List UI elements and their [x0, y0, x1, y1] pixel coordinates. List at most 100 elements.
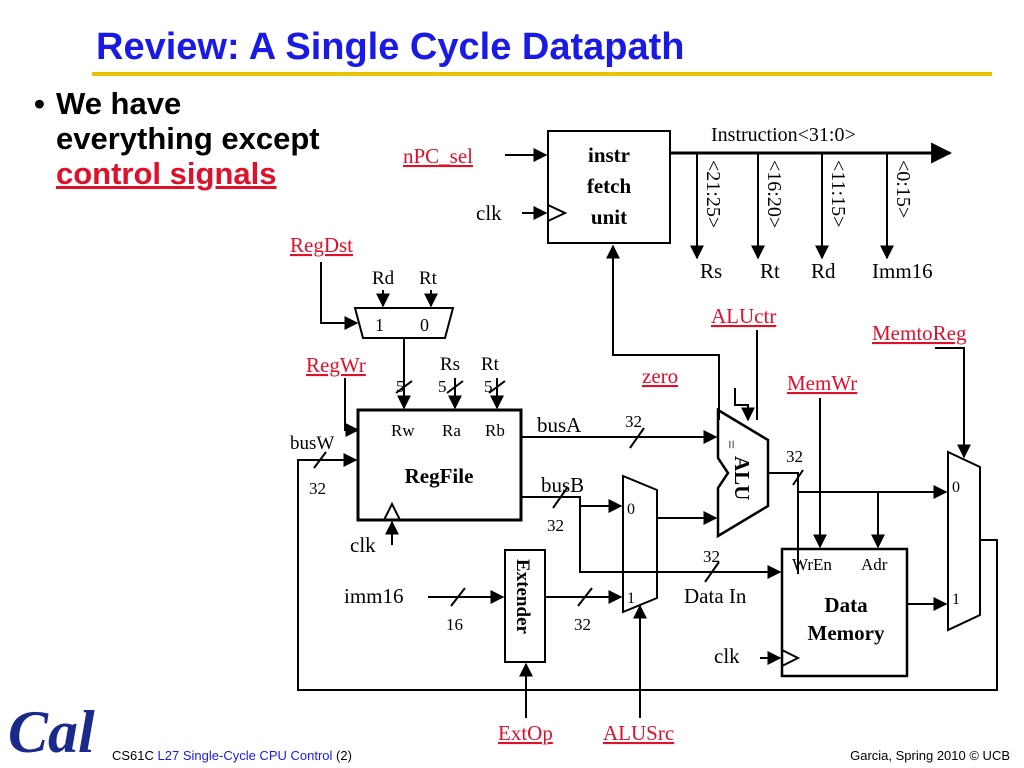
dmem-clk-label: clk [714, 644, 740, 668]
width-ext-out: 32 [574, 615, 591, 634]
cal-logo-text: Cal [8, 699, 95, 764]
slash-ext-out [577, 587, 593, 607]
slash-rw [395, 380, 413, 394]
port-wren: WrEn [792, 555, 832, 574]
regfile-box [356, 408, 523, 522]
alu [716, 407, 770, 539]
mux-sel-0: 0 [420, 315, 429, 335]
regfile-label: RegFile [405, 464, 474, 488]
footer-page: (2) [336, 748, 352, 763]
busa-label: busA [537, 413, 582, 437]
regwr-wire [344, 378, 360, 437]
title-underline [92, 72, 992, 76]
regfile-clk-triangle [383, 501, 401, 521]
field-name-imm16: Imm16 [872, 259, 933, 283]
width-busa: 32 [625, 412, 642, 431]
busb-wire [521, 496, 623, 513]
regdst-wire [320, 262, 359, 330]
alusrc-sel-1: 1 [627, 590, 635, 607]
regfile-in-rt: Rt [481, 354, 500, 375]
signal-zero: zero [642, 364, 678, 388]
slash-rb [488, 380, 506, 394]
memtoreg-sel-1: 1 [952, 591, 960, 608]
mux-input-rt: Rt [419, 268, 438, 289]
data-in-label: Data In [684, 584, 747, 608]
width-rw: 5 [396, 377, 405, 396]
footer-course-code: CS61C [112, 748, 154, 763]
alu-label: ALU [730, 456, 754, 500]
signal-regwr: RegWr [306, 353, 366, 377]
field-bits-rt: <16:20> [763, 160, 785, 228]
slide-title: Review: A Single Cycle Datapath [96, 26, 685, 68]
signal-memwr: MemWr [787, 371, 857, 395]
regdst-mux [353, 307, 455, 339]
dmem-clk-triangle [781, 649, 801, 667]
ifu-label-3: unit [591, 205, 627, 229]
dmem-label-1: Data [824, 593, 868, 617]
extender-label: Extender [512, 559, 533, 635]
field-name-rt: Rt [760, 259, 780, 283]
signal-regdst: RegDst [290, 233, 353, 257]
imm16-label: imm16 [344, 584, 404, 608]
slash-ra [446, 380, 464, 394]
footer-course: CS61C L27 Single-Cycle CPU Control (2) [112, 748, 352, 763]
width-data-in: 32 [703, 547, 720, 566]
width-busw: 32 [309, 479, 326, 498]
extender-box [504, 549, 546, 663]
footer-lecture: L27 Single-Cycle CPU Control [157, 748, 333, 763]
alusrc-sel-0: 0 [627, 501, 635, 518]
ifu-clk-triangle [547, 204, 568, 222]
bullet-text: We have everything except [56, 86, 320, 156]
field-name-rs: Rs [700, 259, 722, 283]
slash-busw [313, 451, 327, 469]
port-ra: Ra [442, 421, 461, 440]
writeback-wire [297, 453, 998, 691]
field-bits-imm16: <0:15> [892, 160, 914, 218]
alusrc-mux [622, 474, 658, 614]
signal-aluctr: ALUctr [711, 304, 776, 328]
port-adr: Adr [861, 555, 888, 574]
slash-imm16 [450, 587, 466, 607]
bullet-point: • We have everything except control sign… [34, 86, 344, 191]
mux-input-rd: Rd [372, 268, 395, 289]
ifu-label-2: fetch [587, 174, 632, 198]
port-rb: Rb [485, 421, 505, 440]
zero-wire [606, 244, 720, 420]
bullet-dot: • [34, 86, 45, 121]
slash-alu-out [792, 469, 804, 486]
field-bits-rd: <11:15> [827, 160, 849, 227]
field-bits-rs: <21:25> [702, 160, 724, 228]
ifu-clk-label: clk [476, 201, 502, 225]
data-memory-box [780, 547, 909, 678]
instruction-label: Instruction<31:0> [711, 124, 856, 146]
footer-credit: Garcia, Spring 2010 © UCB [850, 748, 1010, 763]
signal-npc-sel: nPC_sel [403, 144, 473, 168]
dmem-label-2: Memory [808, 621, 885, 645]
alu-eq-label: = [722, 440, 739, 449]
busb-label: busB [541, 473, 584, 497]
data-in-wire [579, 506, 782, 579]
port-rw: Rw [391, 421, 415, 440]
width-rb: 5 [484, 377, 493, 396]
slash-busb [552, 487, 568, 509]
width-alu-out: 32 [786, 447, 803, 466]
regfile-in-rs: Rs [440, 354, 460, 375]
busw-label: busW [290, 433, 334, 454]
cal-logo: Cal [8, 699, 95, 764]
width-busb: 32 [547, 516, 564, 535]
memtoreg-mux [947, 450, 981, 632]
signal-alusrc: ALUSrc [603, 721, 674, 745]
field-name-rd: Rd [811, 259, 836, 283]
slash-data-in [704, 561, 720, 583]
memtoreg-sel-0: 0 [952, 479, 960, 496]
regfile-clk-label: clk [350, 533, 376, 557]
memtoreg-wire [935, 347, 971, 459]
ifu-label-1: instr [588, 143, 630, 167]
width-ra: 5 [438, 377, 447, 396]
signal-extop: ExtOp [498, 721, 553, 745]
instr-fetch-box [547, 130, 671, 244]
aluctr-wire [734, 388, 755, 422]
signal-memtoreg: MemtoReg [872, 321, 967, 345]
mux-sel-1: 1 [375, 315, 384, 335]
